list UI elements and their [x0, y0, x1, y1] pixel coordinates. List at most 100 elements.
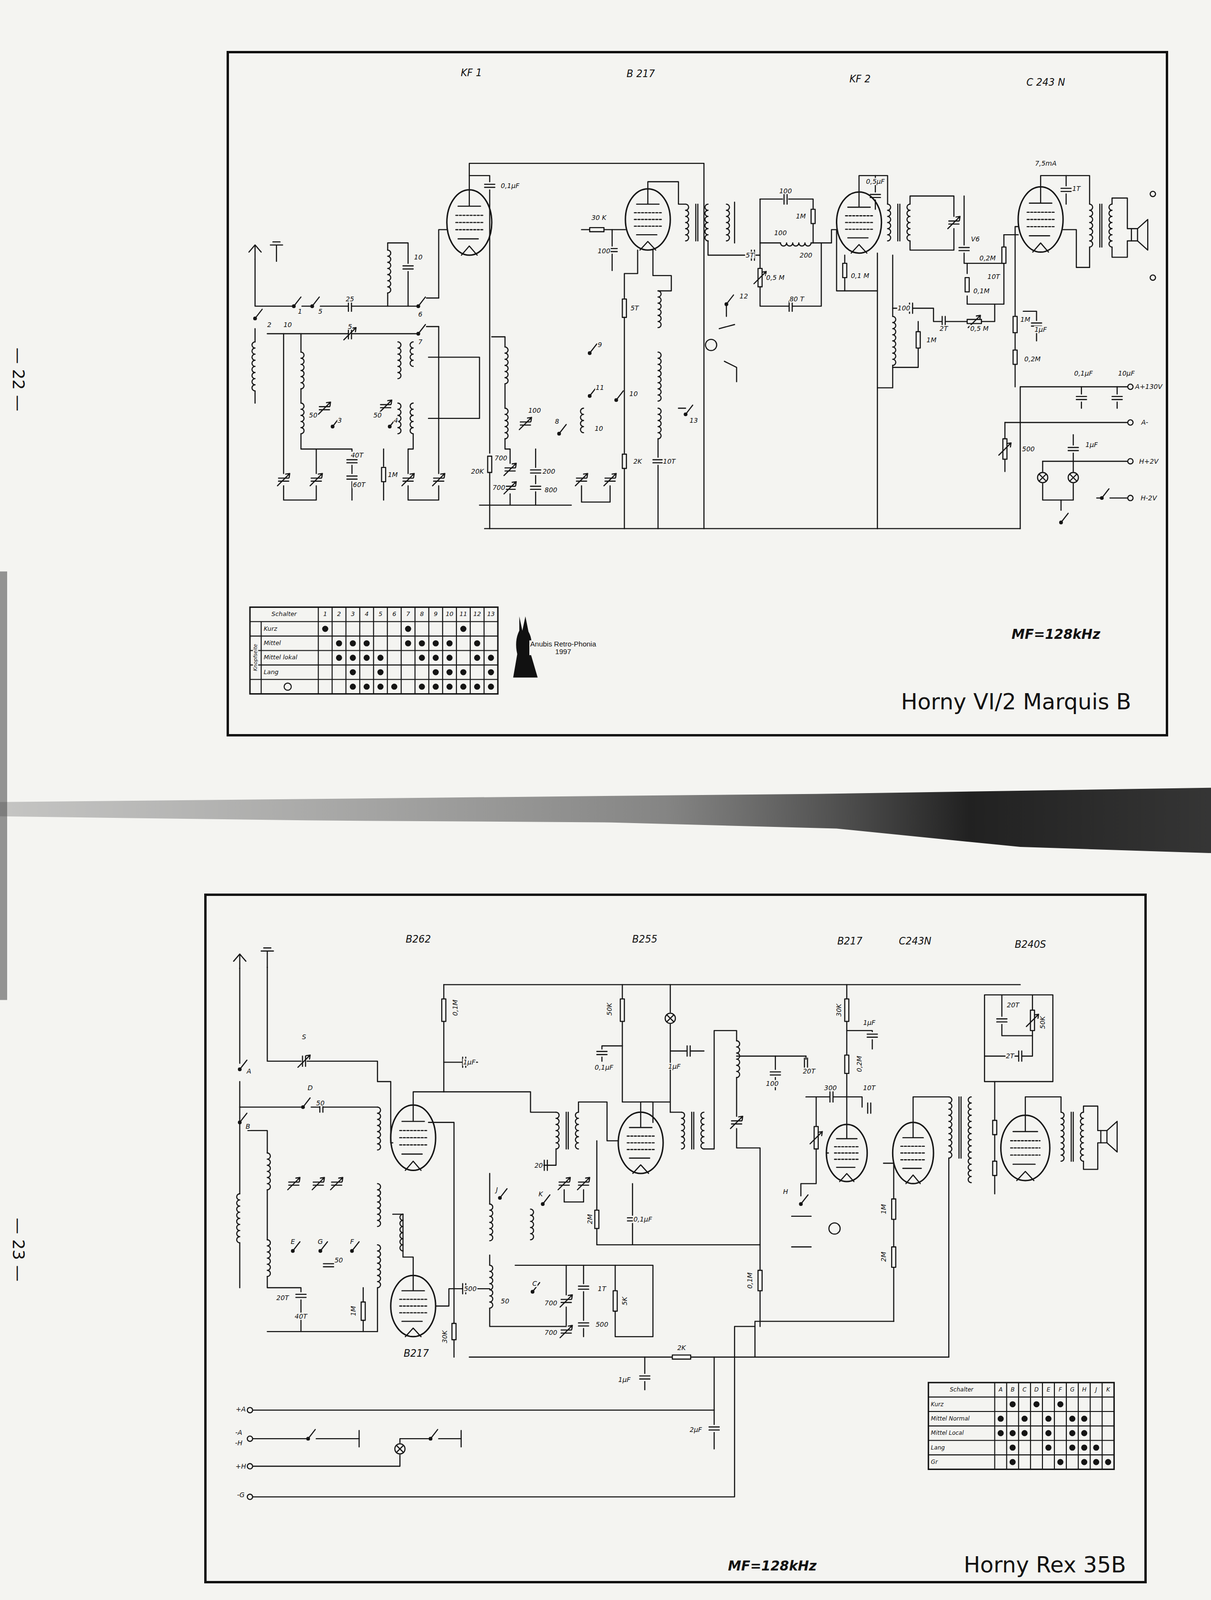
capacitor-symbol [323, 1263, 334, 1267]
switch-dot [1010, 1430, 1016, 1436]
component-value: 2T [939, 325, 949, 333]
ground-symbol [261, 947, 274, 968]
lamp-symbol [394, 1443, 405, 1454]
adjust-arrow [560, 1294, 573, 1308]
wire [670, 1111, 682, 1113]
coil-symbol [657, 408, 661, 439]
switch-blade [685, 405, 693, 415]
table-frame [928, 1382, 1114, 1470]
wire [678, 407, 686, 409]
tube-grid [1027, 211, 1055, 213]
tube-grid [900, 1145, 925, 1147]
component-value: 100 [527, 406, 542, 414]
lamp-symbol [665, 1012, 675, 1023]
capacitor-symbol [1076, 396, 1087, 400]
component-value: 700 [544, 1329, 558, 1337]
component-value: 0,1µF [1073, 369, 1094, 378]
component-value: 0,2M [1023, 355, 1042, 363]
component-value: 700 [544, 1299, 558, 1307]
wire [1070, 1111, 1072, 1162]
coil-symbol [575, 1111, 579, 1149]
table-header: K [1105, 1386, 1111, 1393]
wire [910, 196, 954, 217]
resistor-symbol [441, 998, 447, 1022]
wire [653, 249, 672, 291]
wire [1116, 386, 1118, 394]
wire [1083, 1142, 1101, 1170]
component-value: 50 [308, 411, 318, 419]
wire [647, 181, 686, 205]
adjust-arrow [287, 1177, 300, 1190]
wire [967, 263, 1004, 305]
wire [622, 1021, 653, 1123]
adjust-arrow [312, 1177, 325, 1190]
tube-grid [456, 214, 484, 216]
coil-symbol [948, 1096, 952, 1159]
coil-symbol [251, 341, 255, 391]
tube-heater [461, 246, 477, 256]
tube-envelope [446, 189, 492, 256]
switch-dot [1081, 1416, 1087, 1422]
resistor-symbol [1012, 316, 1018, 333]
component-value: 700 [492, 484, 507, 492]
component-value: 50 [315, 1099, 326, 1107]
wire [644, 1357, 646, 1374]
wire [1065, 175, 1067, 186]
antenna-symbol [233, 953, 247, 969]
coil-symbol [300, 352, 304, 389]
wire [833, 1096, 863, 1107]
wire [428, 1122, 455, 1323]
switch-dot [336, 655, 342, 661]
switch-blade [558, 424, 566, 434]
wire [489, 1308, 567, 1327]
wire [800, 1148, 816, 1196]
table-rule [317, 606, 319, 694]
table-rule [928, 1425, 1114, 1427]
tube-cathode [457, 238, 478, 240]
wire [640, 1101, 671, 1112]
table-rule [359, 606, 361, 694]
wire [1042, 483, 1073, 500]
wire [960, 1096, 962, 1159]
table-rule [414, 606, 416, 694]
adjust-arrow [577, 1177, 590, 1190]
wire [846, 1073, 848, 1125]
adjust-arrow [575, 473, 588, 487]
capacitor-symbol [784, 193, 787, 204]
component-value: 1M [1019, 316, 1031, 324]
wire [491, 336, 506, 347]
table-header: B [1010, 1386, 1015, 1393]
tube-anode [401, 1275, 425, 1291]
wire [704, 1030, 737, 1150]
capacitor-symbol [996, 1018, 1007, 1022]
wire [300, 433, 352, 457]
component-value: 10T [986, 272, 1001, 280]
component-value: 1µF [862, 1018, 876, 1026]
wire [515, 1265, 653, 1337]
component-value: 50K [1039, 1015, 1047, 1030]
wire [981, 304, 995, 322]
table-rule [456, 606, 457, 694]
ground-symbol [270, 241, 283, 262]
table-row-label: Mittel Normal [930, 1415, 971, 1422]
component-value: 30 K [590, 213, 607, 221]
table-rule [331, 606, 333, 694]
table-rule [928, 1410, 1114, 1412]
component-value: 1 [297, 307, 303, 315]
tube-anode [903, 1122, 924, 1138]
wire [1004, 459, 1006, 472]
coil-symbol [236, 1193, 240, 1243]
wire [984, 994, 1053, 1082]
switch-dot [1081, 1445, 1087, 1451]
wire [1040, 175, 1067, 188]
wire [846, 1030, 873, 1032]
switch-dot [1081, 1459, 1087, 1465]
wire [504, 383, 506, 408]
capacitor-symbol [1018, 1051, 1022, 1062]
wire [460, 1430, 462, 1447]
table-rule [387, 606, 388, 694]
coil-symbol [489, 1265, 493, 1309]
wire [604, 228, 626, 230]
tube-grid [627, 1141, 655, 1143]
wire [1002, 1024, 1033, 1036]
